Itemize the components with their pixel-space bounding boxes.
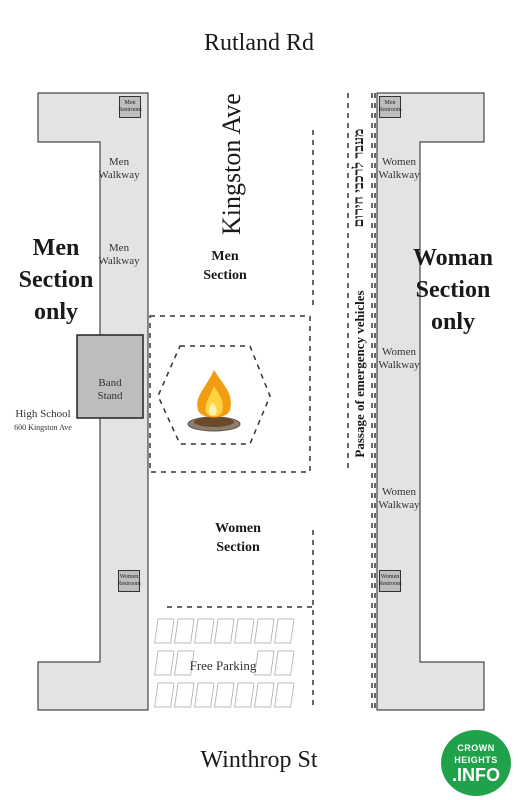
section-word: Section: [415, 277, 491, 303]
band-stand: [76, 334, 144, 419]
bonfire-hexagon: [157, 345, 271, 445]
men-restroom-right: Men Restroom: [378, 96, 402, 118]
school-address: 600 Kingston Ave: [14, 423, 72, 432]
street-bottom: Winthrop St: [200, 747, 318, 773]
restroom-label: Men Restroom: [118, 100, 142, 113]
walkway-word: Walkway: [378, 499, 420, 511]
free-parking-label: Free Parking: [189, 658, 257, 673]
section-word: Woman: [412, 245, 493, 271]
section-word: Men: [211, 249, 239, 264]
men-walkway-1: Men Walkway: [94, 156, 144, 182]
crown-heights-logo: CROWN HEIGHTS .INFO: [441, 730, 511, 796]
hebrew-emergency-label: מעבר לרכבי חירום: [352, 128, 367, 228]
restroom-label: Women Restroom: [378, 574, 402, 587]
women-restroom-left: Women Restroom: [117, 570, 141, 592]
section-word: Section: [18, 267, 94, 293]
walkway-word: Walkway: [378, 359, 420, 371]
bonfire-area: [149, 315, 311, 473]
walkway-word: Women: [382, 346, 416, 358]
right-walkway: [376, 92, 485, 711]
men-section-only: Men Section only: [10, 232, 102, 328]
logo-line: .INFO: [452, 765, 500, 785]
section-word: Women: [215, 521, 261, 536]
bonfire-icon: [187, 370, 241, 432]
walkway-word: Walkway: [98, 255, 140, 267]
school-name: High School: [15, 408, 71, 420]
emergency-passage-label: Passage of emergency vehicles: [352, 290, 367, 458]
restroom-label: Women Restroom: [117, 574, 141, 587]
walkway-word: Women: [382, 156, 416, 168]
section-word: only: [33, 299, 78, 325]
women-section-center: Women Section: [200, 519, 276, 557]
section-word: Section: [216, 540, 260, 555]
section-word: Section: [203, 268, 247, 283]
walkway-word: Walkway: [98, 169, 140, 181]
men-restroom-left: Men Restroom: [118, 96, 142, 118]
street-top: Rutland Rd: [203, 30, 314, 56]
women-walkway-3: Women Walkway: [372, 486, 426, 512]
walkway-word: Men: [108, 242, 130, 254]
band-word: Stand: [97, 390, 123, 402]
woman-section-only: Woman Section only: [408, 242, 498, 338]
avenue-label: Kingston Ave: [217, 93, 246, 235]
logo-line: HEIGHTS: [454, 755, 498, 765]
logo-line: CROWN: [457, 743, 495, 753]
women-walkway-2: Women Walkway: [372, 346, 426, 372]
section-word: Men: [32, 235, 80, 261]
walkway-word: Men: [108, 156, 130, 168]
women-walkway-1: Women Walkway: [372, 156, 426, 182]
band-stand-label: Band Stand: [80, 377, 140, 403]
restroom-label: Men Restroom: [378, 100, 402, 113]
walkway-word: Women: [382, 486, 416, 498]
men-walkway-2: Men Walkway: [94, 242, 144, 268]
women-restroom-right: Women Restroom: [378, 570, 402, 592]
left-walkway: [37, 92, 149, 711]
parking-stalls: [154, 618, 295, 708]
section-word: only: [430, 309, 475, 335]
men-section-center: Men Section: [190, 247, 260, 285]
band-word: Band: [98, 377, 122, 389]
high-school-label: High School 600 Kingston Ave: [8, 408, 78, 434]
walkway-word: Walkway: [378, 169, 420, 181]
